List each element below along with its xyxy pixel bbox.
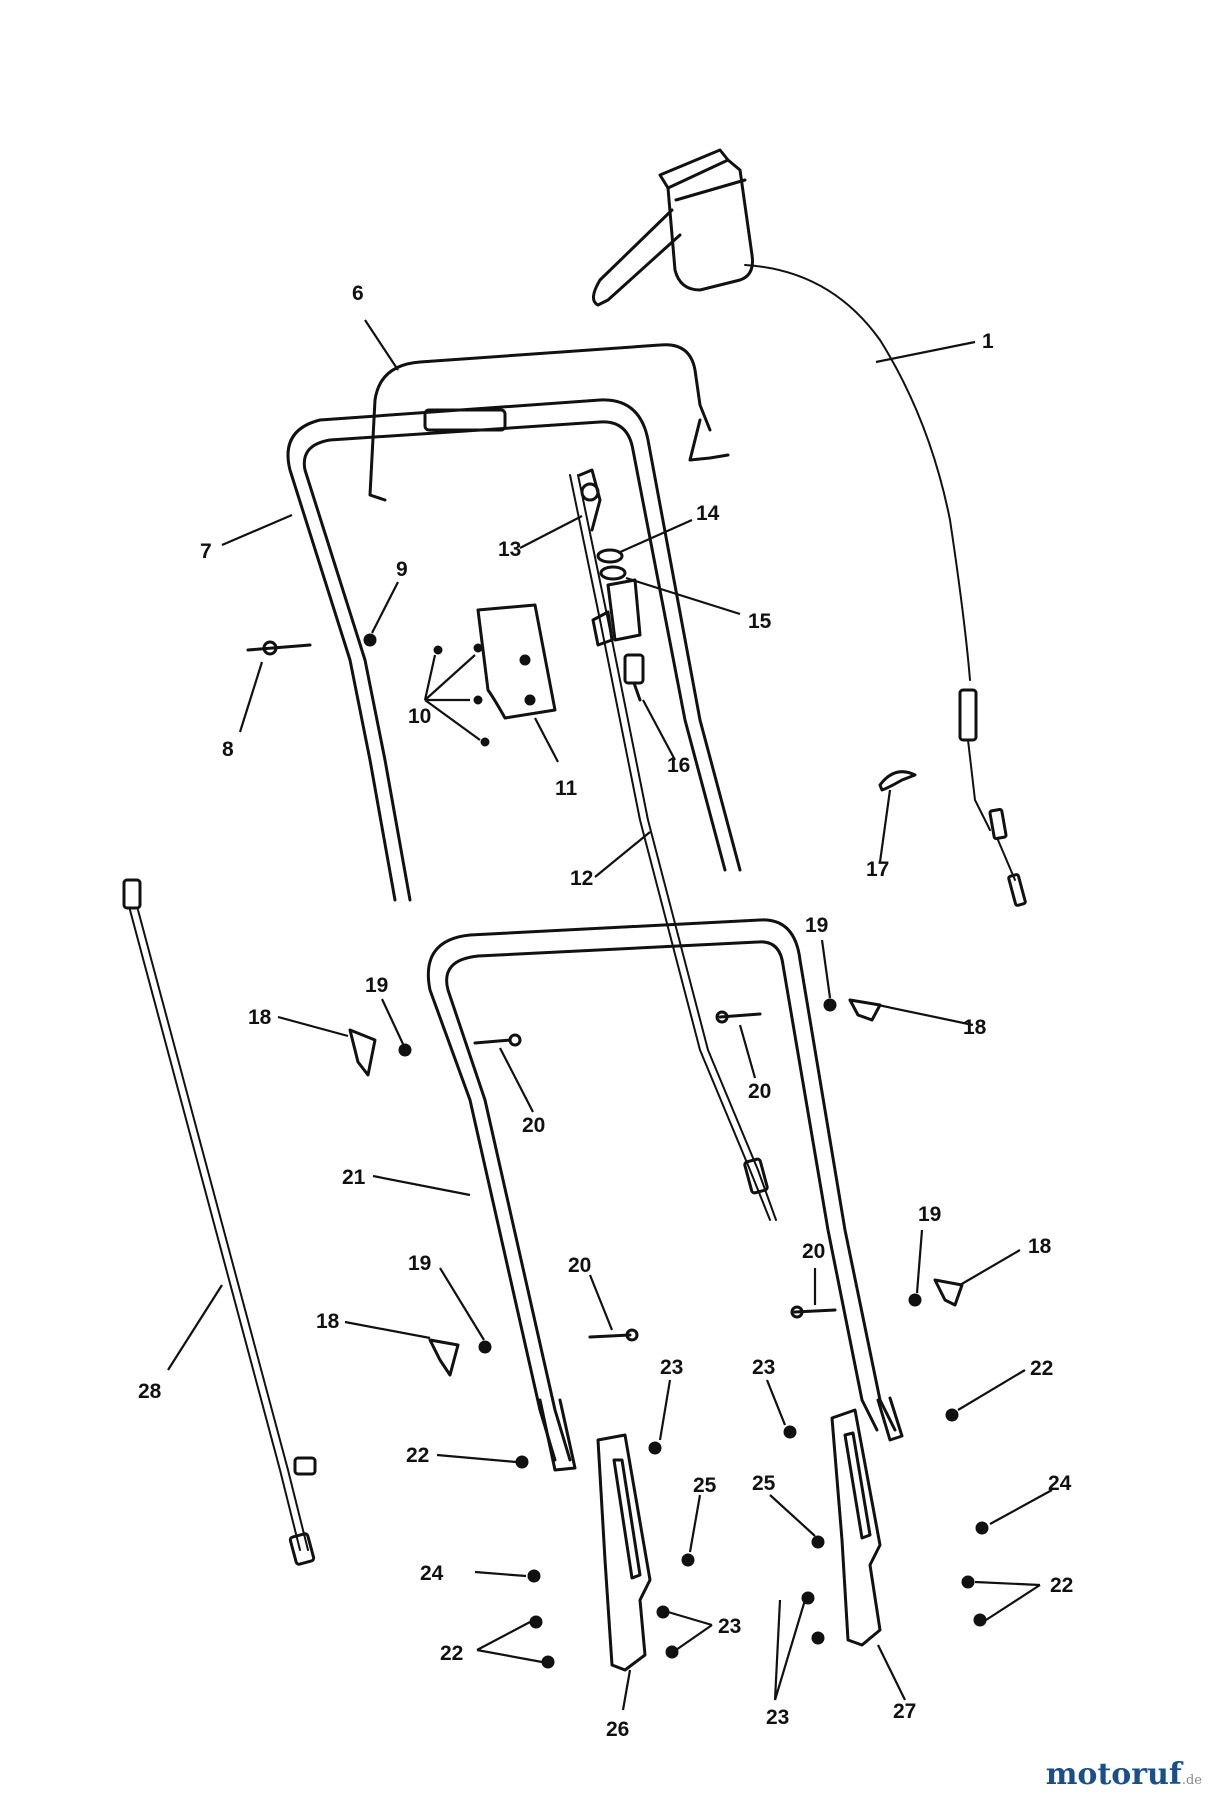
part-27-bracket	[830, 1408, 882, 1647]
callout-24b: 24	[1048, 1472, 1072, 1495]
callout-1: 1	[982, 330, 994, 353]
callout-12: 12	[570, 867, 593, 890]
part-24-screws	[527, 1521, 989, 1583]
part-15-block	[591, 578, 642, 647]
callout-18a: 18	[248, 1006, 272, 1029]
callout-19b: 19	[805, 914, 828, 937]
part-8-screw	[246, 640, 312, 656]
callout-7: 7	[200, 540, 212, 563]
callout-22d: 22	[1050, 1574, 1073, 1597]
part-16-adjuster	[623, 653, 645, 702]
callout-14: 14	[696, 502, 720, 525]
callout-18d: 18	[316, 1310, 340, 1333]
callout-23d: 23	[766, 1706, 789, 1729]
callout-28: 28	[138, 1380, 162, 1403]
callout-25a: 25	[693, 1474, 717, 1497]
watermark-suffix: .de	[1181, 1773, 1202, 1788]
callout-labels: 1 6 7 8 9 10 11 12 13 14 15 16 17 18 18 …	[138, 282, 1073, 1741]
part-19-washers	[398, 998, 922, 1354]
callout-20c: 20	[568, 1254, 591, 1277]
callout-13: 13	[498, 538, 521, 561]
callout-19d: 19	[408, 1252, 431, 1275]
part-1-control-lever	[592, 148, 1027, 907]
callout-18c: 18	[1028, 1235, 1052, 1258]
part-20-bolts	[473, 1010, 837, 1342]
callout-22b: 22	[1030, 1357, 1053, 1380]
part-10-screws	[433, 643, 490, 747]
part-18-wing-nuts	[348, 998, 964, 1377]
part-17-clip	[878, 770, 917, 792]
part-12-cable	[569, 474, 777, 1221]
leader-lines	[167, 319, 1053, 1711]
callout-6: 6	[352, 282, 364, 305]
callout-10: 10	[408, 705, 431, 728]
part-7-upper-handle	[286, 398, 742, 902]
part-21-lower-handle	[426, 918, 904, 1472]
callout-22c: 22	[440, 1642, 463, 1665]
watermark-main: motoruf	[1045, 1757, 1182, 1792]
callout-15: 15	[748, 610, 772, 633]
part-14-15-rings	[596, 548, 627, 581]
callout-23b: 23	[752, 1356, 775, 1379]
callout-20b: 20	[748, 1080, 771, 1103]
callout-20a: 20	[522, 1114, 545, 1137]
callout-27: 27	[893, 1700, 916, 1723]
watermark-logo: motoruf.de	[1046, 1757, 1202, 1792]
callout-24a: 24	[420, 1562, 444, 1585]
part-13-clip	[578, 468, 602, 532]
callout-8: 8	[222, 738, 234, 761]
callout-19a: 19	[365, 974, 388, 997]
part-6-bail-bar	[368, 343, 730, 502]
part-23-nuts	[648, 1425, 825, 1659]
callout-20d: 20	[802, 1240, 825, 1263]
part-28-rod	[122, 878, 317, 1566]
callout-26: 26	[606, 1718, 629, 1741]
callout-17: 17	[866, 858, 889, 881]
callout-19c: 19	[918, 1203, 941, 1226]
part-22-screws	[515, 1408, 987, 1669]
part-9-nut	[363, 633, 377, 647]
callout-23a: 23	[660, 1356, 683, 1379]
part-26-bracket	[596, 1433, 652, 1672]
part-11-plate	[476, 603, 557, 720]
callout-22a: 22	[406, 1444, 429, 1467]
part-25-nuts	[681, 1535, 825, 1567]
callout-25b: 25	[752, 1472, 776, 1495]
callout-23c: 23	[718, 1615, 741, 1638]
callout-21: 21	[342, 1166, 366, 1189]
callout-18b: 18	[963, 1016, 987, 1039]
callout-9: 9	[396, 558, 408, 581]
callout-11: 11	[555, 777, 578, 800]
callout-16: 16	[667, 754, 690, 777]
